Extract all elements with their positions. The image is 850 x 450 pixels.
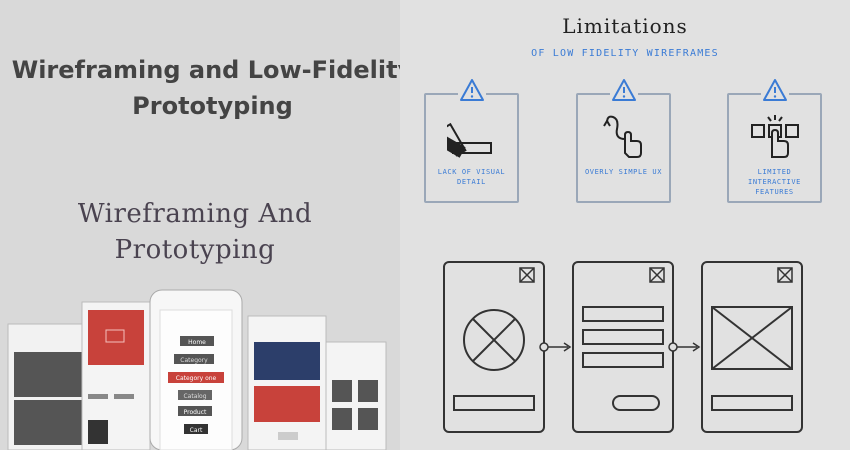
swipe-gesture-icon <box>602 115 642 158</box>
card-label: LIMITED INTERACTIVE FEATURES <box>748 168 801 196</box>
warning-icon <box>760 77 789 103</box>
wireframe-mockups-image: Home Category Category one Catalog Produ… <box>7 289 387 450</box>
wireframe-flow-diagram <box>400 210 850 450</box>
limitations-title: Limitations <box>562 14 688 38</box>
limitation-card-visual-detail: LACK OF VISUAL DETAIL <box>424 77 523 207</box>
card-label: LACK OF VISUAL DETAIL <box>437 168 506 186</box>
limitations-subtitle: OF LOW FIDELITY WIREFRAMES <box>531 48 719 59</box>
color-swatch-icon <box>446 122 492 158</box>
page-title: Wireframing and Low-Fidelity Prototyping <box>11 56 414 120</box>
card-label: OVERLY SIMPLE UX <box>584 168 663 176</box>
mockup-category-label: Category <box>180 357 208 364</box>
mockup-catalog-label: Catalog <box>183 393 206 400</box>
mockup-category-one-label: Category one <box>176 375 217 382</box>
section-subtitle: Wireframing And Prototyping <box>77 199 313 265</box>
mockup-product-label: Product <box>184 409 207 416</box>
warning-icon <box>457 77 486 103</box>
tap-buttons-icon <box>750 115 799 158</box>
limitation-card-simple-ux: OVERLY SIMPLE UX <box>576 77 675 207</box>
mockup-cart-label: Cart <box>190 427 203 434</box>
limitation-card-interactive-features: LIMITED INTERACTIVE FEATURES <box>727 77 826 207</box>
mockup-home-label: Home <box>188 339 206 346</box>
warning-icon <box>609 77 638 103</box>
limitations-panel: Limitations OF LOW FIDELITY WIREFRAMES L… <box>400 0 850 210</box>
